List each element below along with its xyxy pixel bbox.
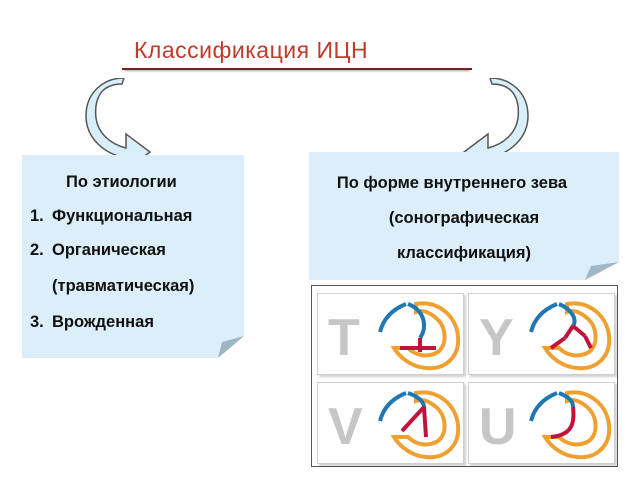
list-item: 1. Функциональная [30, 207, 192, 226]
cervix-shape-y-icon [529, 301, 612, 371]
tile-letter: T [328, 309, 360, 367]
shape-grid: T Y V U [311, 285, 618, 467]
list-text: Функциональная [52, 207, 193, 225]
list-text: Врожденная [52, 313, 154, 331]
tile-letter: Y [479, 309, 514, 367]
tile-y: Y [468, 293, 615, 375]
etiology-card: По этиологии 1. Функциональная 2. Органиче… [22, 155, 244, 358]
shape-classification-card: По форме внутреннего зева (сонографическ… [309, 152, 619, 280]
card-line: По форме внутреннего зева [336, 174, 568, 192]
tile-t: T [317, 293, 464, 375]
tile-u: U [468, 382, 615, 464]
page-curl-icon [585, 262, 619, 280]
tile-letter: V [328, 398, 363, 456]
list-number: 1. [30, 207, 44, 225]
tile-v: V [317, 382, 464, 464]
list-text: Органическая [52, 241, 166, 259]
tile-letter: U [479, 398, 517, 456]
cervix-shape-t-icon [378, 301, 461, 371]
card-line: классификация) [396, 244, 532, 262]
list-item: 3. Врожденная [30, 313, 154, 332]
list-item-continuation: (травматическая) [52, 277, 195, 295]
cervix-shape-v-icon [378, 390, 461, 460]
list-number: 3. [30, 313, 44, 331]
cervix-shape-u-icon [529, 390, 612, 460]
diagram-title: Классификация ИЦН [122, 30, 472, 70]
etiology-heading: По этиологии [66, 173, 177, 191]
list-number: 2. [30, 241, 44, 259]
card-line: (сонографическая [388, 209, 540, 227]
list-item: 2. Органическая [30, 241, 166, 260]
page-curl-icon [218, 336, 244, 358]
